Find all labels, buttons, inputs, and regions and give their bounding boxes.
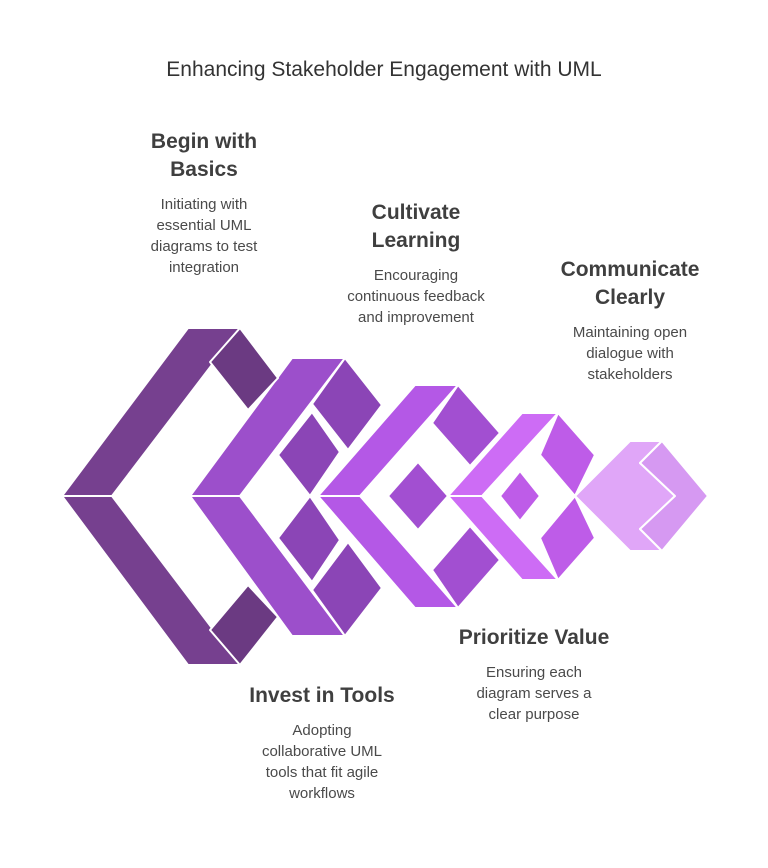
stage2-right-upper xyxy=(311,357,383,451)
stage-label-cultivate-learning: Cultivate Learning Encouraging continuou… xyxy=(318,199,514,328)
stage-description: Maintaining open dialogue with stakehold… xyxy=(572,324,688,383)
stage3-center xyxy=(387,461,449,531)
stage-label-prioritize-value: Prioritize Value Ensuring each diagram s… xyxy=(432,624,636,725)
stage2-center-upper xyxy=(277,411,341,497)
stage-shape-communicate-clearly xyxy=(574,440,709,552)
stage1-right-lower xyxy=(209,584,279,666)
stage-shape-invest-in-tools xyxy=(189,357,383,637)
stage-shape-prioritize-value xyxy=(447,412,596,581)
stage-heading: Cultivate Learning xyxy=(371,201,461,252)
stage-shape-cultivate-learning xyxy=(317,384,501,609)
stage3-right-upper xyxy=(431,384,501,467)
stage-description: Ensuring each diagram serves a clear pur… xyxy=(476,664,592,723)
stage-label-communicate-clearly: Communicate Clearly Maintaining open dia… xyxy=(530,256,730,385)
stage2-center-lower xyxy=(277,495,341,583)
stage-heading: Begin with Basics xyxy=(150,130,258,181)
stage-label-begin-with-basics: Begin with Basics Initiating with essent… xyxy=(114,128,294,278)
stage3-right-lower xyxy=(431,525,501,609)
stage-shape-begin-with-basics xyxy=(61,327,279,666)
stage4-right-arm-low xyxy=(539,495,596,581)
stage-heading: Invest in Tools xyxy=(249,684,395,707)
stage-description: Encouraging continuous feedback and impr… xyxy=(347,267,485,326)
stage1-right-upper xyxy=(209,327,279,411)
stage-label-invest-in-tools: Invest in Tools Adopting collaborative U… xyxy=(222,682,422,804)
stage-description: Initiating with essential UML diagrams t… xyxy=(150,196,258,276)
diagram-title: Enhancing Stakeholder Engagement with UM… xyxy=(166,58,602,81)
stage5-inner xyxy=(639,440,709,552)
stage-heading: Communicate Clearly xyxy=(560,258,700,309)
stage4-center xyxy=(499,470,541,522)
stage2-right-lower xyxy=(311,541,383,637)
stage-description: Adopting collaborative UML tools that fi… xyxy=(261,722,383,802)
stage-heading: Prioritize Value xyxy=(458,626,610,649)
